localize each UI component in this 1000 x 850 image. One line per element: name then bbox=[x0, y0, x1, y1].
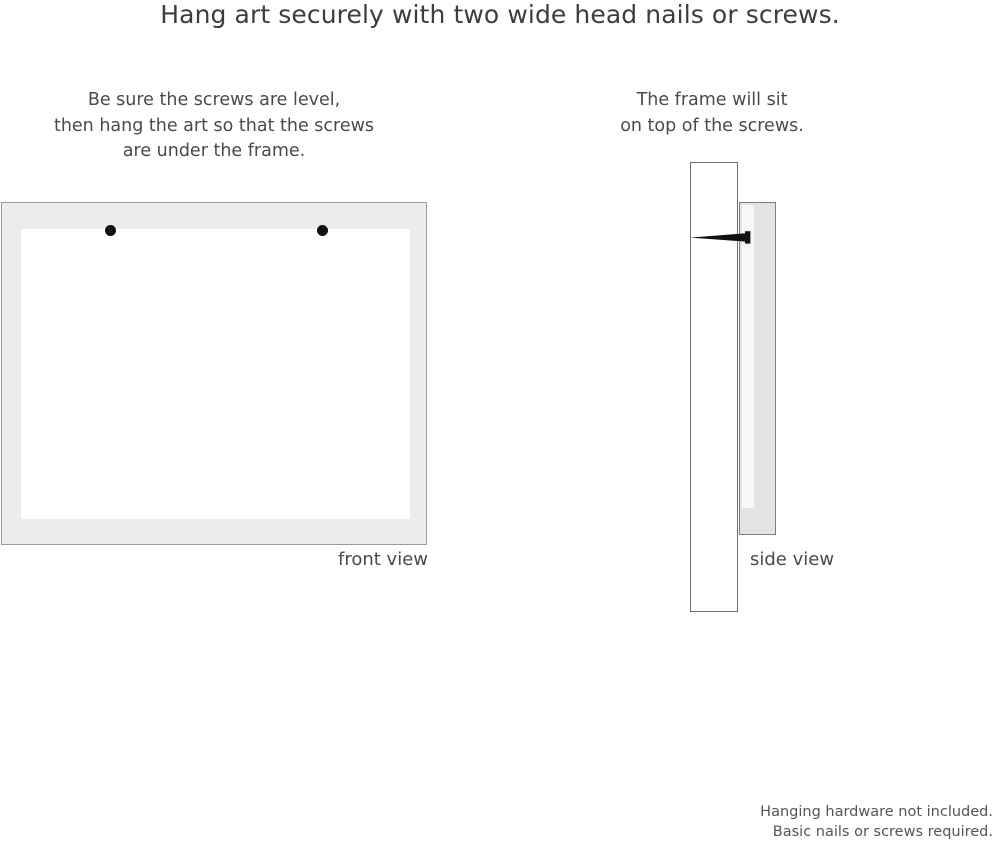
nail-side-profile-icon bbox=[690, 228, 754, 246]
artwork-area bbox=[21, 229, 410, 519]
side-view-caption-line-1: The frame will sit bbox=[636, 90, 788, 110]
front-view-caption-line-2: then hang the art so that the screws bbox=[53, 115, 375, 136]
side-view-caption-line-2: on top of the screws. bbox=[620, 115, 804, 136]
picture-frame-outline bbox=[1, 202, 427, 545]
front-view-caption-line-1: Be sure the screws are level, bbox=[87, 90, 341, 110]
side-view-caption: The frame will sit on top of the screws. bbox=[572, 88, 852, 139]
side-view-label: side view bbox=[750, 549, 835, 570]
front-view-illustration bbox=[1, 202, 427, 545]
front-view-caption: Be sure the screws are level, then hang … bbox=[0, 88, 428, 165]
side-view-illustration bbox=[660, 150, 880, 620]
screw-head-dot-icon bbox=[317, 225, 328, 236]
screw-head-dot-icon bbox=[105, 225, 116, 236]
disclaimer-line-2: Basic nails or screws required. bbox=[772, 824, 993, 840]
page-title: Hang art securely with two wide head nai… bbox=[160, 0, 840, 29]
disclaimer-note: Hanging hardware not included. Basic nai… bbox=[573, 802, 993, 842]
disclaimer-line-1: Hanging hardware not included. bbox=[760, 804, 993, 820]
frame-side-inner-recess bbox=[742, 205, 754, 508]
front-view-caption-line-3: are under the frame. bbox=[122, 141, 306, 161]
front-view-label: front view bbox=[338, 549, 428, 570]
